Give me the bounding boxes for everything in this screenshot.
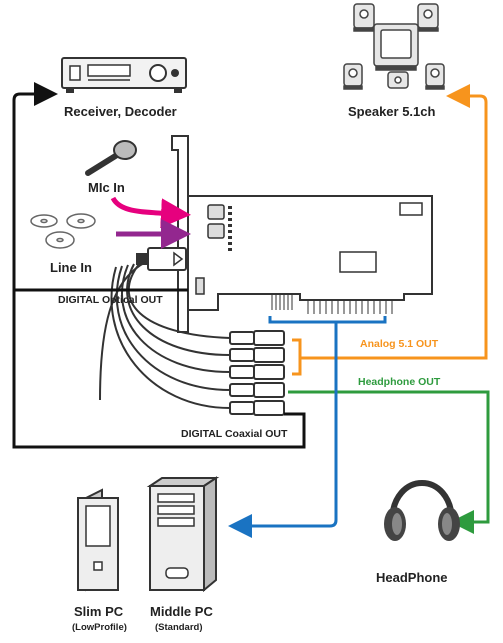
slim-pc-label: Slim PC [74, 604, 124, 619]
receiver-label: Receiver, Decoder [64, 104, 177, 119]
analog-51-label: Analog 5.1 OUT [360, 338, 439, 350]
slim-pc-icon [77, 488, 119, 592]
middle-pc-label: Middle PC [150, 604, 213, 619]
speaker-51-icon [343, 3, 445, 90]
rca-connectors [229, 330, 285, 416]
sound-card [171, 135, 433, 333]
optical-plug [136, 247, 187, 271]
slim-pc-sublabel: (LowProfile) [72, 622, 127, 633]
receiver-icon [61, 57, 187, 93]
middle-pc-icon [146, 476, 220, 593]
middle-pc-sublabel: (Standard) [155, 622, 203, 633]
headphone-label: HeadPhone [376, 570, 448, 585]
mic-in-label: MIc In [88, 180, 125, 195]
optical-out-label: DIGITAL Optical OUT [58, 294, 163, 306]
line-in-label: Line In [50, 260, 92, 275]
breakout-cables [99, 261, 231, 409]
headphone-icon [384, 480, 460, 541]
disc-icon [30, 213, 96, 249]
microphone-icon [85, 140, 137, 176]
speaker-label: Speaker 5.1ch [348, 104, 436, 119]
coaxial-out-line [12, 82, 306, 449]
analog-51-line [292, 96, 488, 376]
coaxial-out-label: DIGITAL Coaxial OUT [181, 428, 288, 440]
pc-link-line [240, 316, 387, 526]
headphone-out-line [288, 390, 490, 534]
headphone-out-label: Headphone OUT [358, 376, 441, 388]
mic-in-arrow [110, 196, 191, 229]
